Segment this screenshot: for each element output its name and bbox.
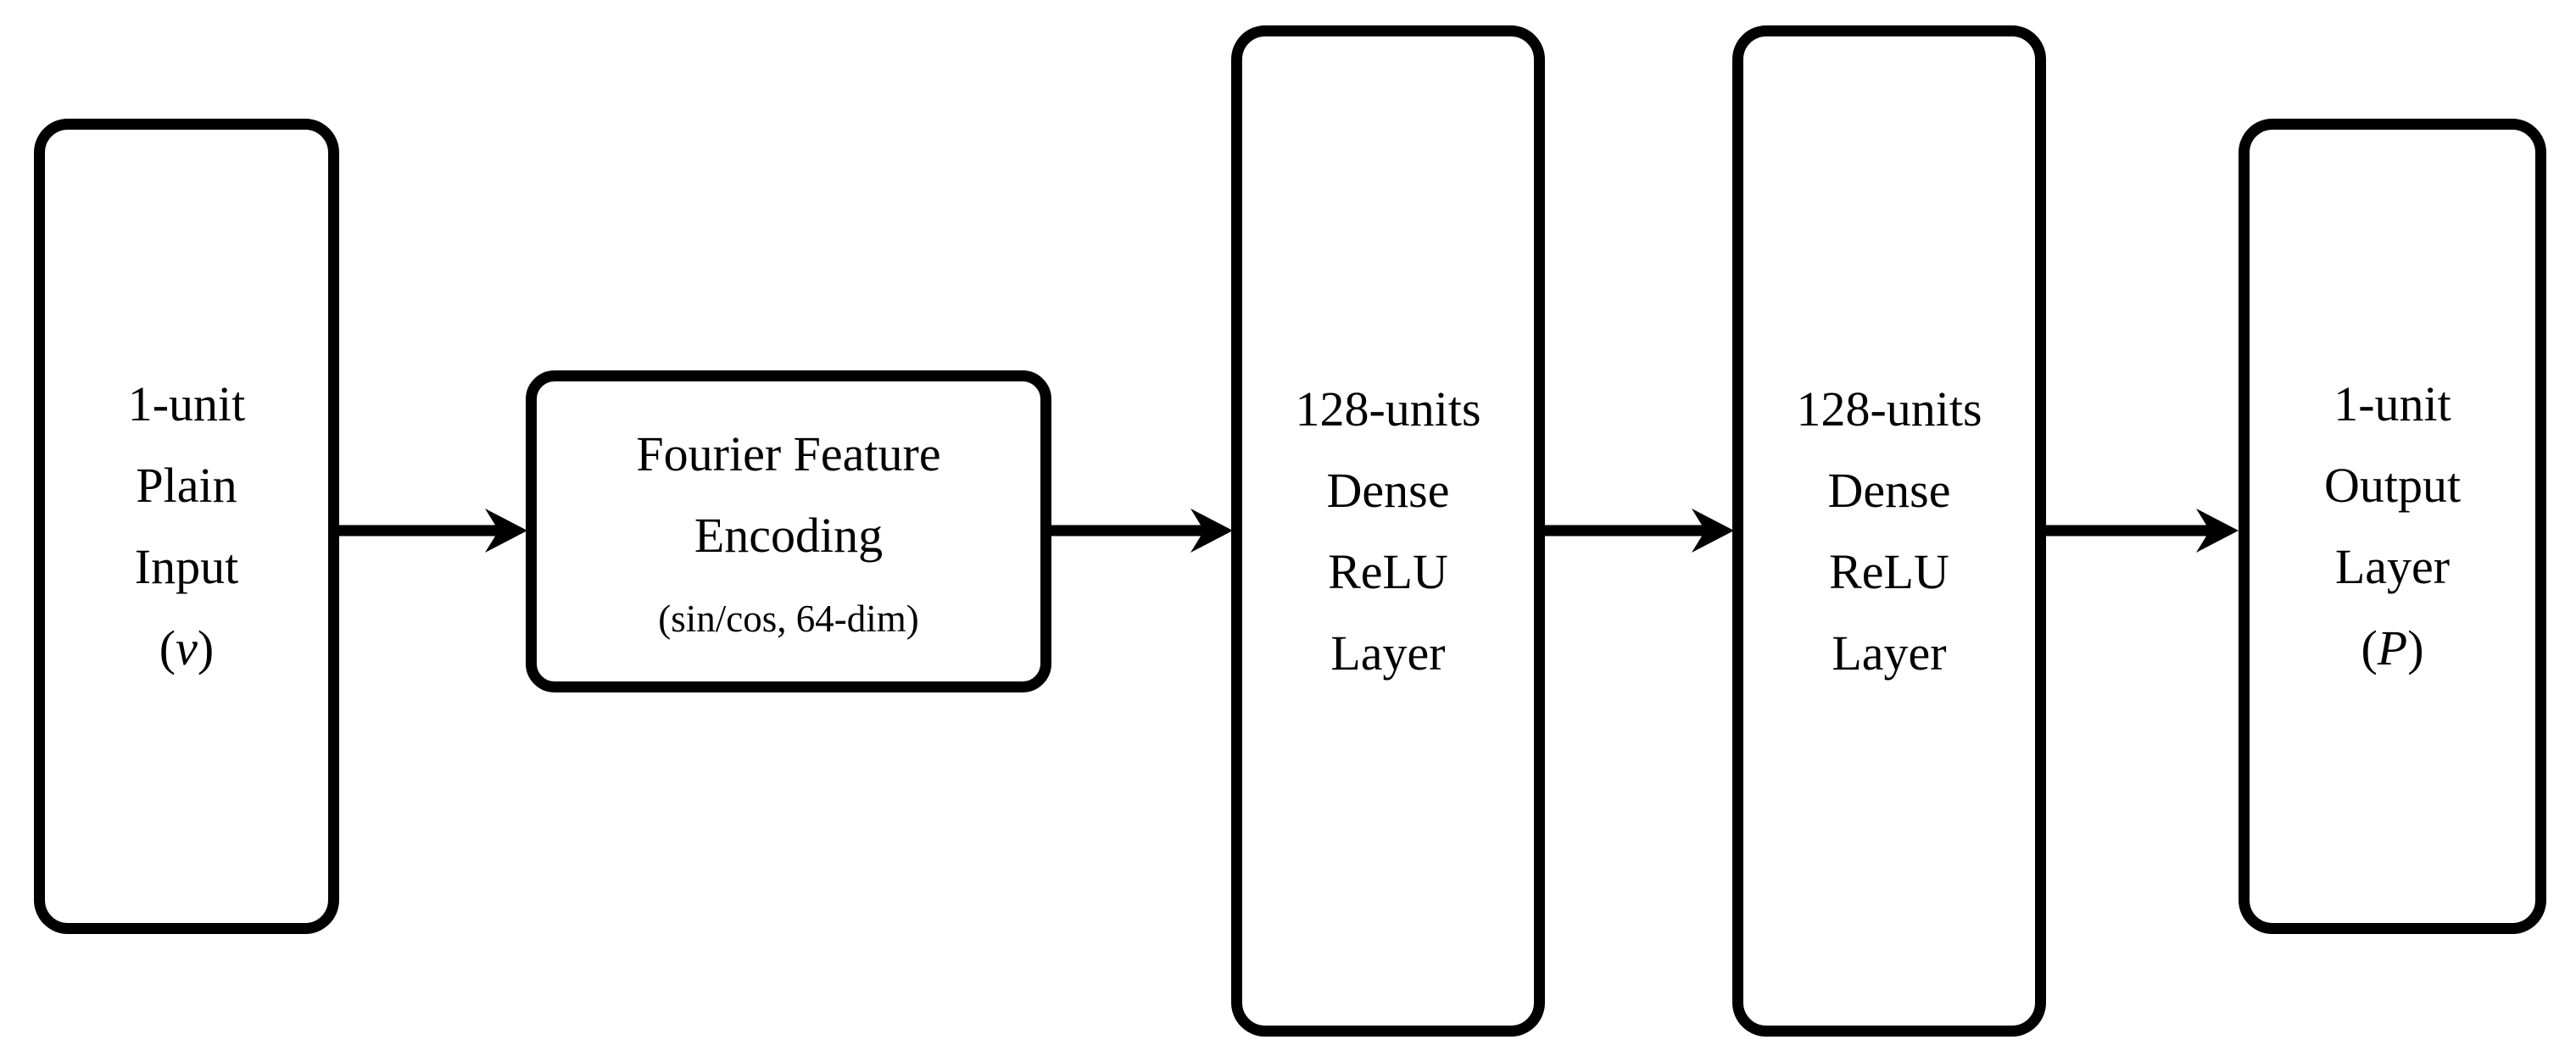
arrowhead-icon xyxy=(485,509,527,553)
variable-v: v xyxy=(176,620,198,676)
arrow-input-to-fourier xyxy=(334,509,527,553)
arrowhead-icon xyxy=(2196,509,2239,553)
label-line: 1-unit xyxy=(127,376,246,431)
label-line: Plain xyxy=(136,458,237,513)
arrowhead-icon xyxy=(1190,509,1233,553)
paren-close: ) xyxy=(2407,620,2424,676)
fourier-subtitle: (sin/cos, 64-dim) xyxy=(658,598,919,640)
label-line: Input xyxy=(134,539,239,594)
label-line: 128-units xyxy=(1796,381,1982,436)
node-dense-relu-layer-1: 128-units Dense ReLU Layer xyxy=(1231,25,1545,1037)
node-fourier-label: Fourier Feature Encoding (sin/cos, 64-di… xyxy=(636,414,940,649)
arrow-fourier-to-dense1 xyxy=(1046,509,1233,553)
label-line: Layer xyxy=(2334,539,2451,594)
paren-close: ) xyxy=(197,620,215,676)
paren-open: ( xyxy=(159,620,176,676)
label-line: Dense xyxy=(1827,462,1951,518)
label-line: Layer xyxy=(1832,625,1947,681)
label-line: Fourier Feature xyxy=(636,426,941,481)
node-output-label: 1-unit Output Layer (P) xyxy=(2324,364,2461,689)
arrow-dense1-to-dense2 xyxy=(1540,509,1734,553)
arrowhead-icon xyxy=(1692,509,1734,553)
node-dense-relu-layer-2: 128-units Dense ReLU Layer xyxy=(1732,25,2046,1037)
node-dense2-label: 128-units Dense ReLU Layer xyxy=(1796,369,1982,694)
paren-open: ( xyxy=(2361,620,2378,676)
math-symbol-v: (v) xyxy=(128,608,246,689)
label-line: 1-unit xyxy=(2333,376,2451,431)
arrow-dense2-to-output xyxy=(2040,509,2239,553)
label-line: Dense xyxy=(1326,462,1450,518)
node-fourier-feature-encoding: Fourier Feature Encoding (sin/cos, 64-di… xyxy=(526,370,1051,692)
label-line: 128-units xyxy=(1295,381,1481,436)
node-plain-input: 1-unit Plain Input (v) xyxy=(34,119,339,934)
node-output-layer: 1-unit Output Layer (P) xyxy=(2239,119,2546,934)
label-line: Output xyxy=(2323,458,2462,513)
label-line: ReLU xyxy=(1328,543,1448,599)
label-line: Layer xyxy=(1330,625,1446,681)
node-plain-input-label: 1-unit Plain Input (v) xyxy=(128,364,246,689)
math-symbol-P: (P) xyxy=(2324,608,2461,689)
variable-P: P xyxy=(2377,620,2408,676)
node-dense1-label: 128-units Dense ReLU Layer xyxy=(1295,369,1480,694)
label-line: ReLU xyxy=(1829,543,1949,599)
label-line: Encoding xyxy=(694,508,884,563)
